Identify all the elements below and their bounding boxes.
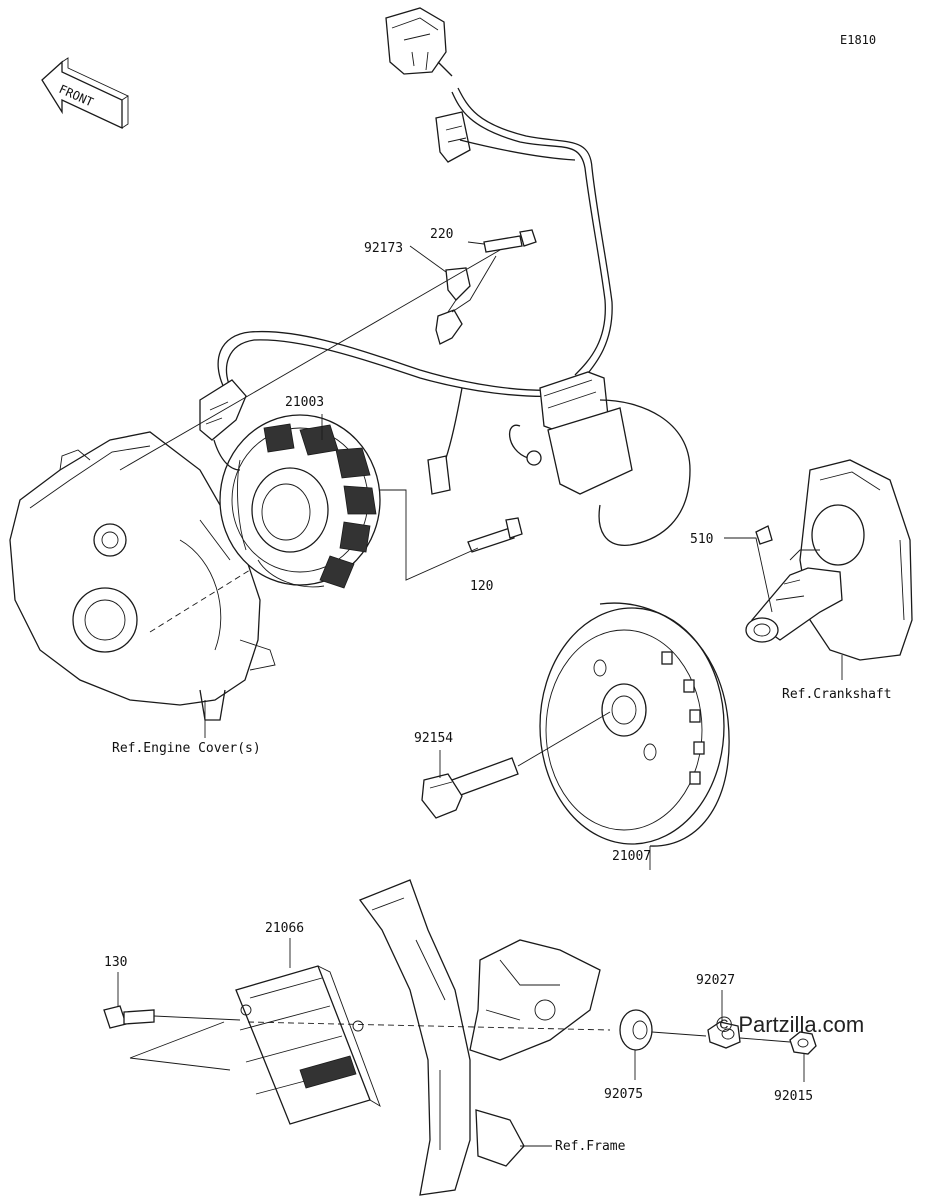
label-92154: 92154 [414, 731, 453, 746]
main-connector-icon [508, 371, 691, 546]
front-arrow-icon: FRONT [41, 57, 129, 130]
bolt-92154-icon [421, 757, 519, 819]
label-21003: 21003 [285, 395, 324, 410]
clamp-92173-icon [435, 267, 471, 345]
collar-92027-icon [707, 1021, 741, 1049]
label-crankshaft: Ref.Crankshaft [782, 687, 892, 702]
bolt-120-icon [467, 517, 523, 553]
diagram-code: E1810 [840, 33, 876, 47]
stator-21003-icon [199, 379, 381, 589]
engine-cover-icon [9, 431, 276, 721]
label-92075: 92075 [604, 1087, 643, 1102]
harness-connector-icon [385, 7, 613, 379]
screw-220-icon [483, 229, 537, 253]
label-510: 510 [690, 532, 713, 547]
bolt-130-icon [103, 1005, 155, 1029]
crankshaft-icon [745, 459, 913, 661]
label-92015: 92015 [774, 1089, 813, 1104]
grommet-92075-icon [619, 1009, 653, 1051]
label-engine-cover: Ref.Engine Cover(s) [112, 741, 261, 756]
key-510-icon [755, 525, 773, 545]
nut-92015-icon [789, 1031, 817, 1055]
partzilla-watermark: © Partzilla.com [716, 1012, 864, 1037]
label-21066: 21066 [265, 921, 304, 936]
regulator-21066-icon [235, 965, 381, 1125]
label-220: 220 [430, 227, 453, 242]
label-21007: 21007 [612, 849, 651, 864]
label-120: 120 [470, 579, 493, 594]
rotor-21007-icon [539, 602, 730, 847]
label-92027: 92027 [696, 973, 735, 988]
frame-icon [358, 879, 601, 1196]
label-130: 130 [104, 955, 127, 970]
label-92173: 92173 [364, 241, 403, 256]
label-frame: Ref.Frame [555, 1139, 626, 1154]
